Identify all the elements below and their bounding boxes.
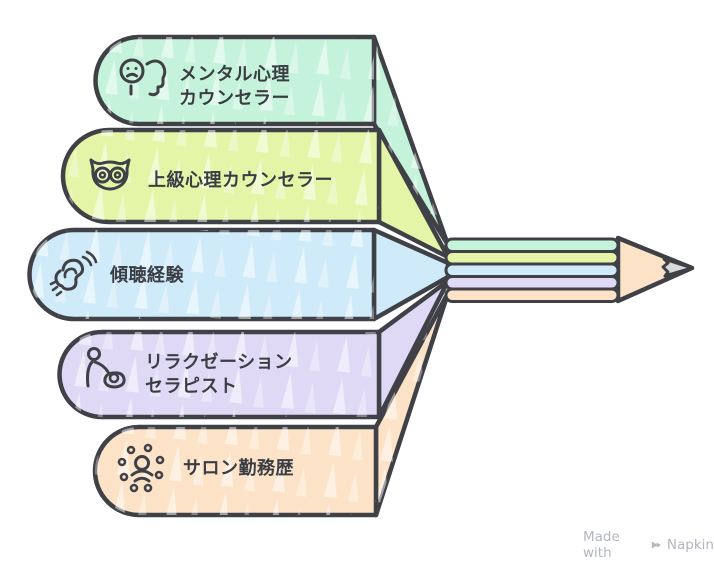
funnel-texture-1 xyxy=(374,37,448,245)
watermark-brand: Napkin xyxy=(666,537,714,553)
bar-texture-1 xyxy=(95,37,374,124)
label-advanced-psychology-counselor: 上級心理カウンセラー xyxy=(148,169,333,193)
label-listening-experience: 傾聴経験 xyxy=(110,264,184,288)
ear-listening-icon xyxy=(49,250,98,297)
bar-texture-4 xyxy=(59,332,380,417)
label-mental-psychology-counselor: メンタル心理 カウンセラー xyxy=(179,63,290,111)
sad-face-head-profile-icon xyxy=(119,58,167,97)
bar-texture-2 xyxy=(63,130,379,222)
label-line: 傾聴経験 xyxy=(110,265,184,286)
bar-texture-5 xyxy=(95,427,376,515)
label-relaxation-therapist: リラクゼーション セラピスト xyxy=(145,351,293,399)
label-salon-work-history: サロン勤務歴 xyxy=(183,457,294,481)
napkin-logo-icon xyxy=(651,541,661,549)
bar-texture-3 xyxy=(29,230,374,319)
label-line: メンタル心理 xyxy=(179,64,290,85)
watermark-prefix: Made with xyxy=(583,529,620,561)
label-line: セラピスト xyxy=(145,376,238,397)
owl-icon xyxy=(89,158,131,191)
person-network-icon xyxy=(117,443,165,493)
pencil-stripe-3 xyxy=(444,262,620,278)
pencil-stripe-5 xyxy=(444,287,620,303)
pencil-stripe-1 xyxy=(444,237,620,253)
label-line: サロン勤務歴 xyxy=(183,458,294,479)
pencil-stripe-4 xyxy=(444,275,620,291)
funnel-texture-5 xyxy=(376,293,448,515)
massage-person-icon xyxy=(86,347,126,389)
made-with-napkin-watermark: Made with Napkin xyxy=(583,529,714,561)
label-line: 上級心理カウンセラー xyxy=(148,170,333,191)
label-line: リラクゼーション xyxy=(145,352,293,373)
label-line: カウンセラー xyxy=(179,88,290,109)
pencil-lead xyxy=(661,257,694,278)
pencil-stripe-2 xyxy=(444,250,620,266)
